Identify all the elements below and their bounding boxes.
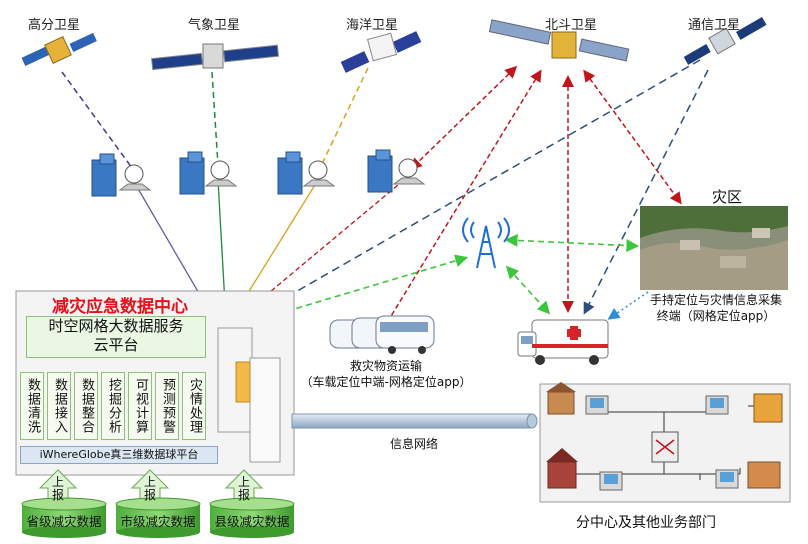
- qixiang-satellite-icon: [151, 43, 280, 71]
- function-visual-computing: 可视计算: [128, 372, 152, 440]
- report-up-label-2: 上报: [143, 475, 156, 502]
- function-data-integration: 数据整合: [74, 372, 98, 440]
- information-network-pipe: [291, 413, 538, 429]
- data-globe-platform: iWhereGlobe真三维数据球平台: [20, 446, 218, 464]
- network-switch-icon: [651, 431, 679, 463]
- branch-center-label: 分中心及其他业务部门: [576, 515, 716, 531]
- comm-satellite-links: [235, 59, 709, 327]
- report-up-label-1: 上报: [51, 475, 64, 502]
- county-data-label: 县级减灾数据: [214, 514, 290, 529]
- ambulance-icon: [517, 319, 609, 365]
- function-data-access: 数据接入: [47, 372, 71, 440]
- radio-tower-icon: [462, 217, 510, 269]
- tongxin-satellite-icon: [683, 17, 767, 65]
- cloud-platform-line1: 时空网格大数据服务: [48, 317, 184, 335]
- gaofen-satellite-label: 高分卫星: [28, 18, 81, 33]
- function-forecast-warning: 预测预警: [155, 372, 179, 440]
- gaofen-satellite-icon: [21, 32, 97, 67]
- haiyang-satellite-icon: [340, 31, 422, 73]
- ground-station-icons: [91, 149, 426, 197]
- tongxin-satellite-label: 通信卫星: [688, 18, 741, 33]
- network-label: 信息网络: [390, 437, 439, 451]
- cloud-platform-line2: 云平台: [93, 336, 139, 354]
- beidou-links: [383, 69, 682, 329]
- cloud-platform-box: 时空网格大数据服务 云平台: [26, 316, 206, 358]
- transport-line1: 救灾物资运输: [349, 359, 422, 373]
- function-disaster-handling: 灾情处理: [182, 372, 206, 440]
- handheld-line1: 手持定位与灾情信息采集: [649, 293, 782, 307]
- bus-fleet-icon: [329, 315, 435, 354]
- function-mining-analysis: 挖掘分析: [101, 372, 125, 440]
- report-up-arrows: [38, 469, 264, 501]
- report-up-label-3: 上报: [237, 475, 250, 502]
- server-rack-icon: [217, 327, 281, 463]
- provincial-data-label: 省级减灾数据: [26, 514, 102, 529]
- handheld-line2: 终端（网格定位app）: [656, 309, 776, 323]
- disaster-area-photo: [640, 206, 788, 290]
- branch-office-icons: [546, 382, 783, 491]
- satellite-downlinks: [61, 65, 518, 173]
- data-cylinders: [21, 497, 295, 538]
- haiyang-satellite-label: 海洋卫星: [346, 18, 399, 33]
- qixiang-satellite-label: 气象卫星: [188, 18, 241, 33]
- transport-line2: （车载定位中端-网格定位app）: [300, 375, 472, 389]
- beidou-satellite-label: 北斗卫星: [545, 18, 598, 33]
- handheld-terminal-label: 手持定位与灾情信息采集 终端（网格定位app）: [636, 292, 796, 324]
- function-data-cleaning: 数据清洗: [20, 372, 44, 440]
- city-data-label: 市级减灾数据: [120, 514, 196, 529]
- disaster-area-title: 灾区: [712, 188, 743, 206]
- data-center-title: 减灾应急数据中心: [52, 297, 188, 317]
- beidou-satellite-icon: [488, 19, 630, 62]
- wireless-links: [240, 234, 640, 328]
- function-modules: 数据清洗 数据接入 数据整合 挖掘分析 可视计算 预测预警 灾情处理: [20, 372, 210, 440]
- transport-label: 救灾物资运输 （车载定位中端-网格定位app）: [300, 358, 472, 390]
